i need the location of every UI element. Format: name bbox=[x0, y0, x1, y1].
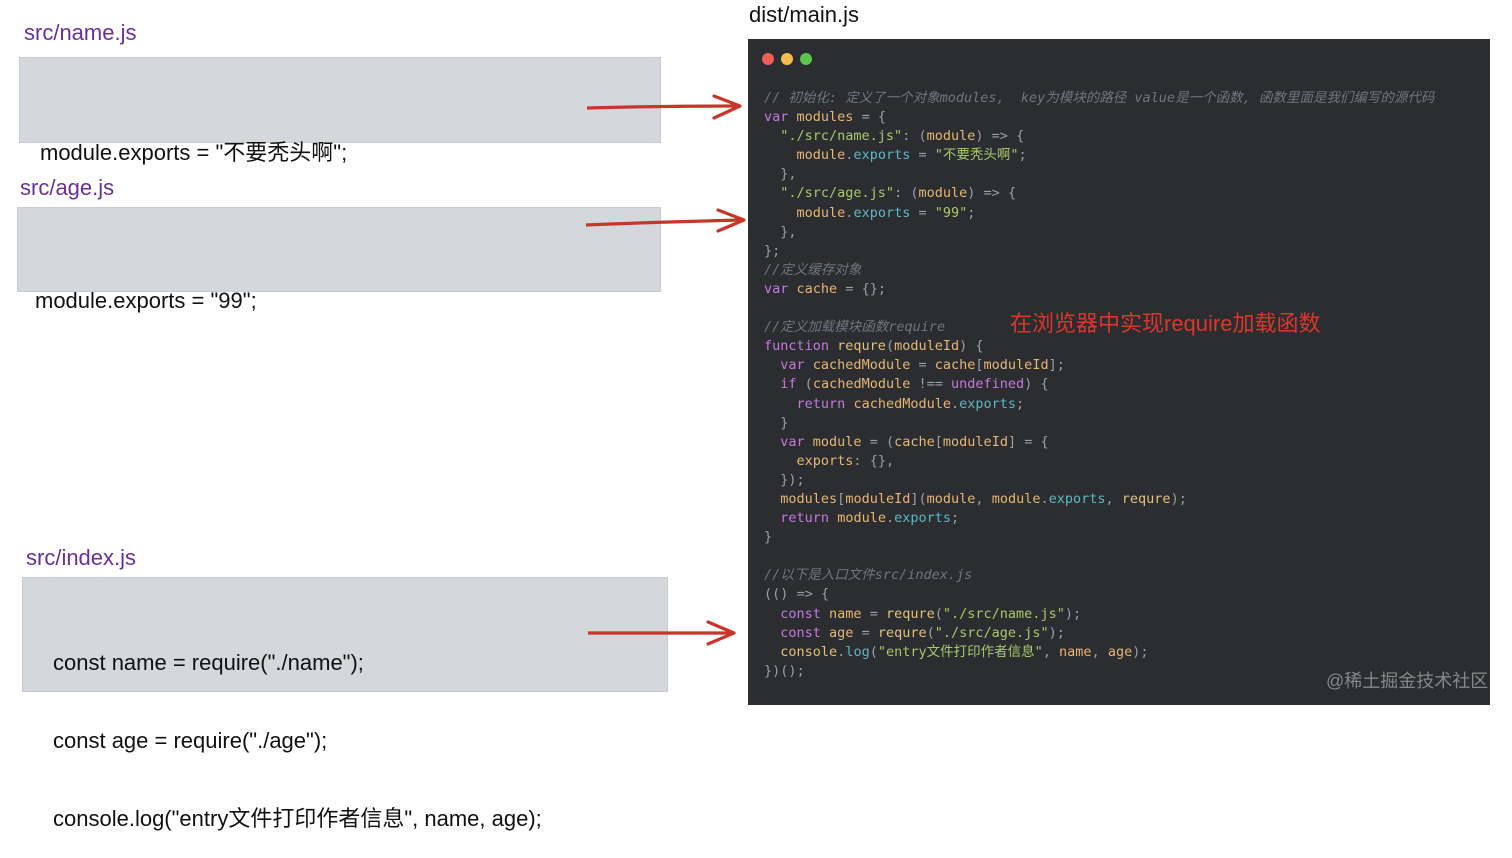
code-line: })(); bbox=[764, 662, 805, 679]
code-line: //定义加载模块函数require bbox=[764, 319, 946, 336]
code-line: // 初始化: 定义了一个对象modules, key为模块的路径 value是… bbox=[764, 90, 1435, 106]
code-line: }; bbox=[764, 242, 781, 259]
watermark: @稀土掘金技术社区 bbox=[1326, 671, 1489, 691]
code-line: } bbox=[764, 529, 773, 546]
index-js-code-line-2: const age = require("./age"); bbox=[53, 728, 328, 753]
code-line: }, bbox=[780, 223, 797, 240]
code-line: return module.exports; bbox=[780, 510, 960, 527]
code-line: const age = requre("./src/age.js"); bbox=[780, 624, 1065, 641]
code-line: } bbox=[780, 414, 789, 431]
code-line: exports: {}, bbox=[796, 452, 895, 469]
age-js-label: src/age.js bbox=[20, 175, 115, 200]
index-js-code-box: const name = require("./name"); const ag… bbox=[22, 577, 668, 831]
window-controls bbox=[762, 53, 812, 65]
code-line: return cachedModule.exports; bbox=[796, 395, 1025, 412]
code-line: }, bbox=[780, 166, 797, 183]
code-line: function requre(moduleId) { bbox=[764, 338, 984, 355]
index-js-code-line-3: console.log("entry文件打印作者信息", name, age); bbox=[53, 806, 542, 831]
dist-main-js-title: dist/main.js bbox=[749, 2, 860, 27]
code-line bbox=[764, 547, 1434, 566]
age-js-code-box: module.exports = "99"; bbox=[17, 207, 661, 313]
code-line: //定义缓存对象 bbox=[764, 261, 862, 278]
code-line: var cache = {}; bbox=[764, 280, 887, 297]
index-js-label: src/index.js bbox=[26, 545, 137, 570]
code-line: modules[moduleId](module, module.exports… bbox=[780, 490, 1187, 507]
age-js-code-line: module.exports = "99"; bbox=[35, 288, 257, 313]
maximize-dot-icon bbox=[800, 53, 812, 65]
code-block: // 初始化: 定义了一个对象modules, key为模块的路径 value是… bbox=[764, 89, 1434, 681]
dist-code-editor: // 初始化: 定义了一个对象modules, key为模块的路径 value是… bbox=[748, 39, 1490, 705]
code-line: "./src/name.js": (module) => { bbox=[780, 128, 1025, 145]
code-line: //以下是入口文件src/index.js bbox=[764, 567, 973, 584]
name-js-code-box: module.exports = "不要秃头啊"; bbox=[19, 57, 661, 165]
code-line: if (cachedModule !== undefined) { bbox=[780, 376, 1049, 393]
code-line: (() => { bbox=[764, 586, 830, 603]
code-line: "./src/age.js": (module) => { bbox=[780, 185, 1017, 202]
code-line: module.exports = "不要秃头啊"; bbox=[796, 147, 1027, 164]
name-js-label: src/name.js bbox=[24, 20, 137, 45]
code-line: module.exports = "99"; bbox=[796, 204, 976, 221]
require-annotation: 在浏览器中实现require加载函数 bbox=[1010, 311, 1321, 336]
index-js-code-line-1: const name = require("./name"); bbox=[53, 650, 364, 675]
code-line: console.log("entry文件打印作者信息", name, age); bbox=[780, 643, 1149, 660]
code-line: }); bbox=[780, 471, 805, 488]
code-line: const name = requre("./src/name.js"); bbox=[780, 605, 1082, 622]
code-line: var module = (cache[moduleId] = { bbox=[780, 433, 1049, 450]
name-js-code-line: module.exports = "不要秃头啊"; bbox=[40, 140, 348, 165]
close-dot-icon bbox=[762, 53, 774, 65]
code-line: var modules = { bbox=[764, 109, 886, 126]
code-line: var cachedModule = cache[moduleId]; bbox=[780, 357, 1065, 374]
minimize-dot-icon bbox=[781, 53, 793, 65]
